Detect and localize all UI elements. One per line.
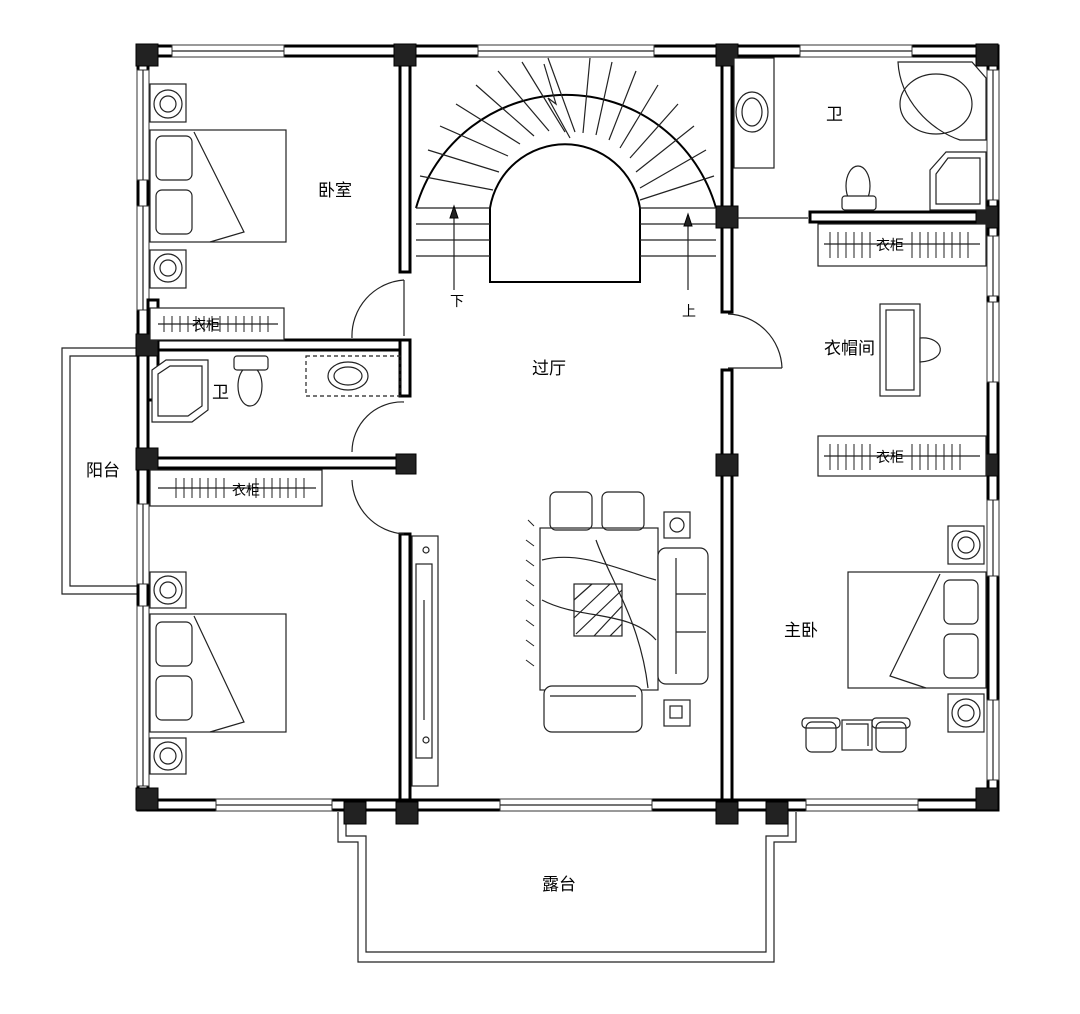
balcony bbox=[61, 347, 138, 595]
room-label-balcony: 阳台 bbox=[86, 461, 120, 481]
room-label-bath-right: 卫 bbox=[826, 105, 843, 125]
wardrobe-right-middle-label: 衣柜 bbox=[876, 450, 904, 466]
room-label-hall: 过厅 bbox=[532, 359, 566, 379]
doors bbox=[351, 217, 808, 535]
bath-left-fixtures bbox=[151, 355, 401, 423]
spiral-staircase bbox=[415, 57, 717, 290]
wardrobe-right-top bbox=[817, 223, 987, 267]
bath-right-fixtures bbox=[733, 57, 987, 211]
wardrobe-middle-left bbox=[149, 469, 323, 507]
cloakroom-table bbox=[879, 303, 941, 397]
wardrobe-right-top-label: 衣柜 bbox=[876, 238, 904, 254]
wardrobe-right-middle bbox=[817, 435, 987, 477]
wardrobe-top-left bbox=[149, 307, 285, 341]
room-label-cloakroom: 衣帽间 bbox=[824, 339, 875, 359]
wardrobe-top-left-label: 衣柜 bbox=[192, 318, 220, 334]
wardrobe-middle-left-label: 衣柜 bbox=[232, 483, 260, 499]
stair-up-label: 上 bbox=[682, 304, 696, 320]
room-label-bath-left: 卫 bbox=[212, 383, 229, 403]
room-label-bedroom: 卧室 bbox=[318, 181, 352, 201]
room-label-master-bedroom: 主卧 bbox=[784, 621, 818, 641]
sofa-set bbox=[525, 491, 709, 733]
hall-cabinet bbox=[411, 535, 439, 787]
stair-down-label: 下 bbox=[450, 294, 464, 310]
terrace bbox=[337, 812, 797, 963]
windows bbox=[136, 44, 1000, 812]
bedroom-bottom-bed bbox=[149, 571, 287, 775]
master-bed bbox=[847, 525, 987, 733]
master-chairs bbox=[801, 717, 911, 753]
structural-columns bbox=[135, 43, 999, 825]
bedroom-bed bbox=[149, 83, 287, 289]
room-label-terrace: 露台 bbox=[542, 875, 576, 895]
